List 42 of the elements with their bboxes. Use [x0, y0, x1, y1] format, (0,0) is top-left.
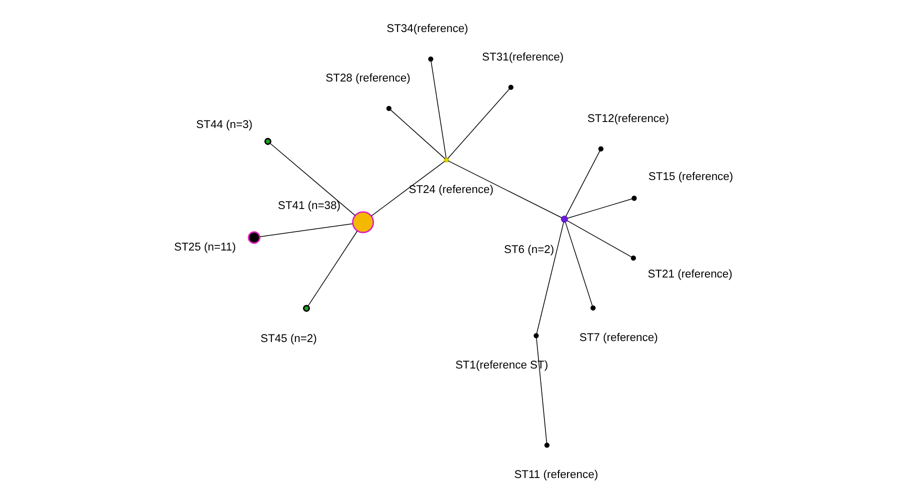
node-circle: [302, 304, 310, 312]
node-circle: [560, 216, 568, 223]
connector: [258, 223, 352, 238]
node-label: ST7 (reference): [578, 332, 658, 344]
connector: [564, 222, 592, 306]
node-label: ST45 (n=2): [260, 333, 316, 346]
node-label: ST44 (n=3): [196, 118, 252, 131]
node-label: ST28 (reference): [325, 72, 410, 84]
connector: [269, 142, 355, 216]
connector: [536, 222, 564, 334]
node-circle: [247, 231, 260, 244]
connector: [564, 150, 600, 217]
connector: [447, 160, 562, 218]
connector: [430, 60, 446, 158]
node-label: ST41 (n=38): [277, 200, 340, 212]
node-label: ST24 (reference): [408, 184, 493, 196]
node-circle: [443, 157, 449, 163]
node-label: ST11 (reference): [514, 469, 598, 482]
node-label: ST31(reference): [482, 51, 564, 64]
node-label: ST15 (reference): [648, 170, 733, 183]
node-circle: [352, 211, 374, 234]
node-circle: [598, 146, 603, 152]
connector: [370, 160, 445, 216]
node-circle: [428, 56, 433, 62]
node-circle: [508, 84, 513, 90]
node-circle: [533, 333, 538, 338]
node-circle: [590, 305, 596, 311]
node-circle: [386, 106, 391, 111]
node-label: ST21 (reference): [647, 268, 732, 281]
node-circle: [630, 256, 636, 261]
node-circle: [631, 196, 636, 201]
node-label: ST6 (n=2): [503, 244, 554, 256]
connector: [307, 230, 358, 306]
node-circle: [264, 138, 271, 145]
connector: [446, 88, 510, 159]
connector: [390, 109, 445, 160]
connector: [566, 220, 632, 258]
node-circle: [544, 442, 550, 448]
node-label: ST12(reference): [586, 112, 669, 125]
node-label: ST25 (n=11): [174, 241, 236, 254]
connector: [566, 198, 632, 219]
node-label: ST34(reference): [386, 22, 468, 35]
